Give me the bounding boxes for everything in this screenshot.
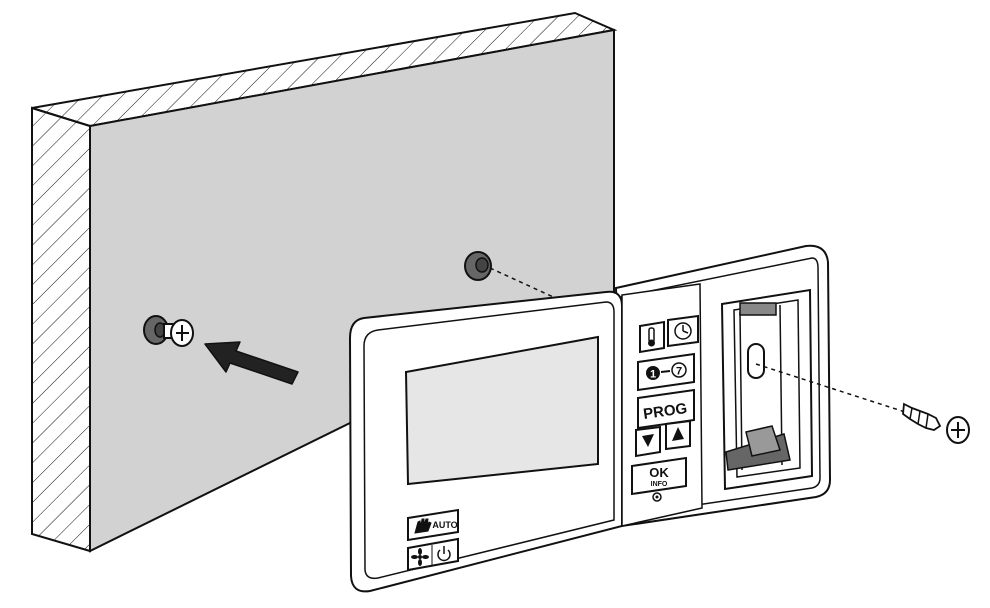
thermostat-device: 1 7 PROG OK INFO	[348, 244, 931, 593]
manual-auto-button[interactable]: AUTO	[407, 508, 459, 542]
lcd-screen	[404, 335, 599, 486]
auto-label: AUTO	[432, 520, 457, 530]
indicator-icon	[652, 492, 662, 502]
wall-anchor-left	[143, 315, 194, 347]
info-label: INFO	[651, 481, 668, 488]
power-icon	[437, 546, 451, 562]
wall-side-edge	[31, 106, 91, 553]
arrow-up-icon	[672, 427, 684, 441]
thermometer-button[interactable]	[639, 320, 665, 354]
fan-power-button[interactable]	[407, 537, 459, 572]
day-range-to-badge	[671, 362, 687, 378]
anchor-guide-line	[489, 267, 613, 325]
fan-icon	[411, 548, 429, 566]
arrow-down-icon	[642, 434, 654, 447]
hand-icon	[414, 518, 432, 534]
prog-button-label: PROG	[642, 400, 688, 423]
down-button[interactable]	[635, 425, 661, 458]
clock-icon	[674, 322, 692, 340]
screw-icon	[163, 319, 194, 347]
day-range-to: 7	[676, 366, 682, 378]
keyhole-slot	[747, 343, 765, 379]
ok-info-button[interactable]: OK INFO	[631, 456, 687, 496]
wall-anchor-right	[464, 251, 492, 281]
day-range-from-badge	[646, 366, 660, 380]
wall	[31, 11, 618, 553]
mounting-bracket	[720, 288, 814, 491]
day-range-from: 1	[650, 369, 656, 381]
clock-button[interactable]	[667, 314, 699, 348]
up-button[interactable]	[665, 419, 691, 451]
ok-label: OK	[649, 465, 669, 480]
direction-arrow-icon	[204, 341, 299, 385]
loose-screw	[902, 402, 970, 444]
prog-button[interactable]: PROG	[637, 388, 695, 430]
thermometer-icon	[648, 327, 655, 347]
screw-guide-line	[755, 363, 931, 421]
day-range-button[interactable]: 1 7	[637, 352, 695, 392]
